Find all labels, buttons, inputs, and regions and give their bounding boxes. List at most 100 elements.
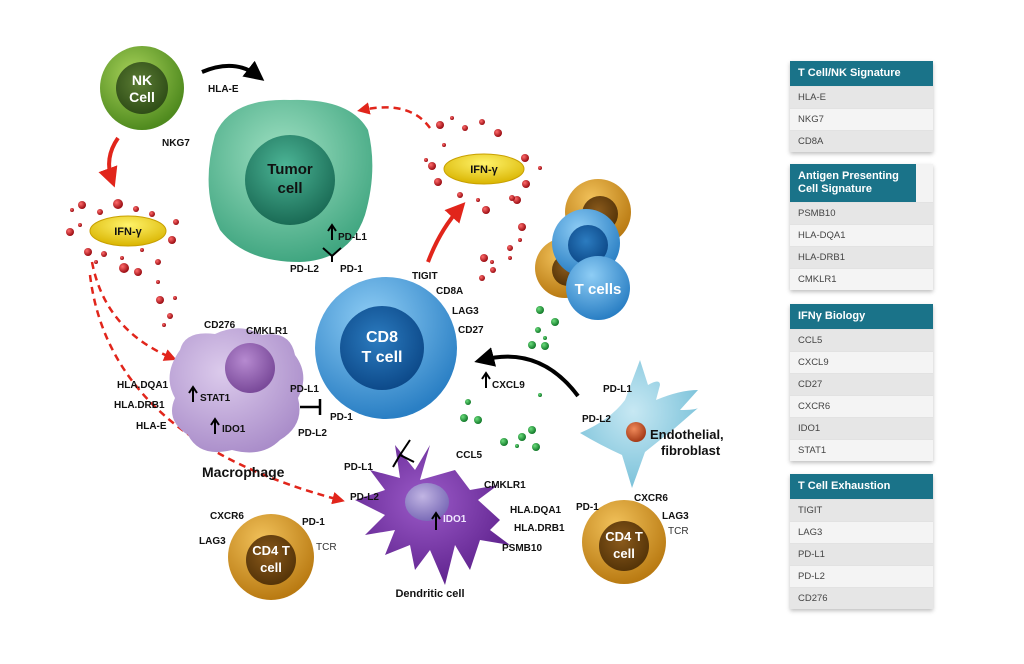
upregulation-arrow-icon [210, 417, 220, 434]
panel-t-cell-exhaustion: T Cell Exhaustion TIGIT LAG3 PD-L1 PD-L2… [790, 474, 933, 609]
particle-dot [508, 256, 512, 260]
particle-dot [462, 125, 468, 131]
tumor-cell: Tumor cell PD-L1 PD-L2 PD-1 [208, 99, 373, 275]
particle-dot [168, 236, 176, 244]
particle-dot [84, 248, 92, 256]
particle-dot [507, 245, 513, 251]
particle-dot [528, 426, 536, 434]
panel-title: T Cell/NK Signature [790, 61, 933, 86]
marker-tcr: TCR [316, 542, 337, 553]
endothelial-label-2: fibroblast [661, 443, 721, 458]
panel-title: Antigen Presenting Cell Signature [790, 164, 916, 202]
marker-ccl5: CCL5 [456, 450, 483, 461]
particle-dot [140, 248, 144, 252]
marker-cmklr1: CMKLR1 [246, 326, 288, 337]
panel-item: TIGIT [790, 499, 933, 521]
ifng-to-tumor-dashed-arrow [357, 102, 432, 129]
particle-dot [436, 121, 444, 129]
marker-pd-l1: PD-L1 [344, 462, 373, 473]
particle-dot [113, 199, 123, 209]
particle-dot [528, 341, 536, 349]
marker-stat1: STAT1 [200, 393, 231, 404]
ifn-gamma-particles-left [66, 199, 179, 327]
upregulation-arrow-icon [188, 385, 198, 402]
macrophage: CD276 CMKLR1 HLA.DQA1 HLA.DRB1 HLA-E STA… [114, 320, 353, 480]
panel-item: CD27 [790, 373, 933, 395]
marker-ido1: IDO1 [443, 514, 467, 525]
panel-title: T Cell Exhaustion [790, 474, 933, 499]
panel-item: HLA-E [790, 86, 933, 108]
marker-pd-1: PD-1 [330, 412, 353, 423]
particle-dot [155, 259, 161, 265]
particle-dot [173, 296, 177, 300]
particle-dot [173, 219, 179, 225]
marker-cd276: CD276 [204, 320, 236, 331]
panel-item: CD276 [790, 587, 933, 609]
particle-dot [532, 443, 540, 451]
particle-dot [482, 206, 490, 214]
marker-pd-l1: PD-L1 [338, 232, 367, 243]
marker-pd-l1: PD-L1 [603, 384, 632, 395]
marker-cd8a: CD8A [436, 286, 463, 297]
particle-dot [78, 223, 82, 227]
cd4-t-cell-left: CD4 T cell CXCR6 PD-1 LAG3 TCR [199, 511, 337, 600]
marker-ido1: IDO1 [222, 424, 246, 435]
dendritic-cell: PD-L1 PD-L2 CCL5 CMKLR1 HLA.DQA1 HLA.DRB… [344, 439, 565, 600]
particle-dot [78, 201, 86, 209]
particle-dot [162, 323, 166, 327]
marker-hla-e: HLA-E [208, 84, 239, 95]
panel-item: CCL5 [790, 329, 933, 351]
marker-pd-l2: PD-L2 [290, 264, 319, 275]
t-cells-label: T cells [575, 281, 622, 298]
marker-tcr: TCR [668, 526, 689, 537]
marker-pd-1: PD-1 [302, 517, 325, 528]
particle-dot [538, 166, 542, 170]
marker-lag3: LAG3 [662, 511, 689, 522]
panel-item: NKG7 [790, 108, 933, 130]
particle-dot [94, 260, 98, 264]
upregulation-arrow-icon [431, 511, 441, 530]
particle-dot [460, 414, 468, 422]
particle-dot [156, 280, 160, 284]
particle-dot [133, 206, 139, 212]
particle-dot [509, 195, 515, 201]
particle-dot [70, 208, 74, 212]
panel-ifng-biology: IFNγ Biology CCL5 CXCL9 CD27 CXCR6 IDO1 … [790, 304, 933, 461]
marker-pd-1: PD-1 [340, 264, 363, 275]
marker-lag3: LAG3 [199, 536, 226, 547]
macrophage-label: Macrophage [202, 464, 285, 480]
nk-cell-label-2: Cell [129, 89, 155, 105]
particle-dot [515, 444, 519, 448]
ifng-to-dendritic-dashed-arrow [88, 274, 345, 505]
particle-dot [490, 260, 494, 264]
marker-pd-1: PD-1 [576, 502, 599, 513]
particle-dot [535, 327, 541, 333]
particle-dot [490, 267, 496, 273]
cd4-left-label-1: CD4 T [252, 543, 290, 558]
endothelial-to-cd8-arrow [474, 347, 580, 398]
particle-dot [97, 209, 103, 215]
marker-hla-drb1: HLA.DRB1 [114, 400, 165, 411]
marker-nkg7: NKG7 [162, 138, 190, 149]
ifng-to-macrophage-dashed-arrow [90, 261, 177, 361]
marker-pd-l1: PD-L1 [290, 384, 319, 395]
inhibition-icon [322, 247, 342, 262]
endothelial-label-1: Endothelial, [650, 427, 724, 442]
panel-item: IDO1 [790, 417, 933, 439]
nk-cell-label-1: NK [132, 72, 152, 88]
particle-dot [101, 251, 107, 257]
upregulation-arrow-icon [327, 223, 337, 240]
panel-antigen-presenting-cell-signature: Antigen Presenting Cell Signature PSMB10… [790, 164, 933, 290]
nk-to-ifng-arrow [98, 136, 120, 188]
ifn-gamma-right: IFN-γ [443, 153, 525, 185]
particle-dot [119, 263, 129, 273]
marker-hla-dqa1: HLA.DQA1 [117, 380, 169, 391]
particle-dot [424, 158, 428, 162]
panel-item: PSMB10 [790, 202, 933, 224]
panel-title: IFNγ Biology [790, 304, 933, 329]
particle-dot [457, 192, 463, 198]
tumor-cell-label-2: cell [277, 180, 302, 197]
nk-cell: NK Cell HLA-E NKG7 [100, 46, 239, 149]
cd4-t-cell-right: CD4 T cell PD-1 CXCR6 LAG3 TCR [576, 493, 689, 584]
particle-dot [434, 178, 442, 186]
